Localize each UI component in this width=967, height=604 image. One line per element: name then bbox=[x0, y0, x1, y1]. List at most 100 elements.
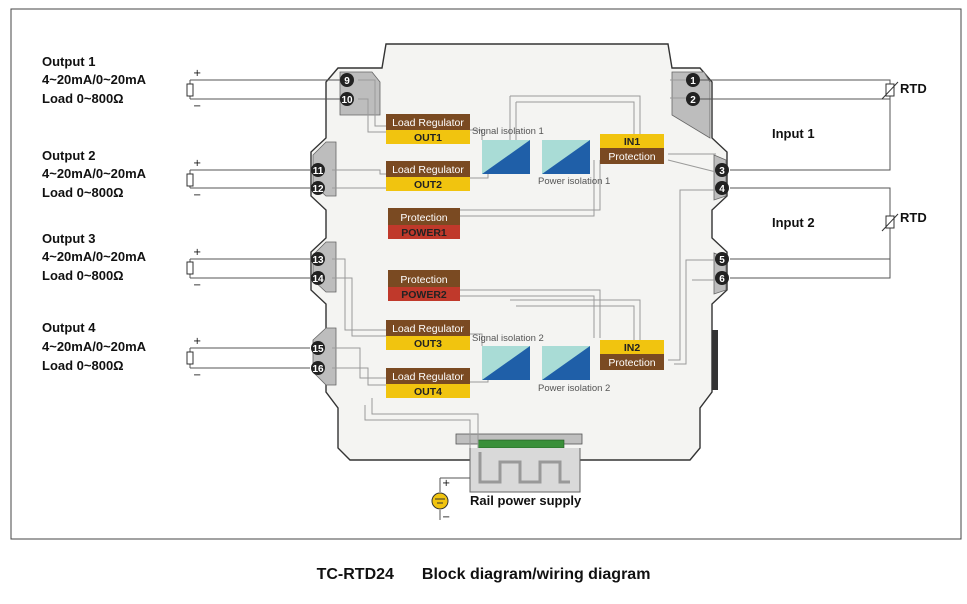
rtd-2-label: RTD bbox=[900, 210, 927, 225]
svg-text:+: + bbox=[193, 336, 201, 347]
caption-title: Block diagram/wiring diagram bbox=[421, 566, 651, 583]
svg-text:3: 3 bbox=[719, 166, 725, 177]
terminal-12: 12 bbox=[311, 181, 325, 195]
power-isolation-2-label: Power isolation 2 bbox=[538, 383, 610, 394]
power1-protection: Protection POWER1 bbox=[388, 208, 460, 239]
load-regulator-label: Load Regulator bbox=[392, 371, 464, 383]
svg-text:16: 16 bbox=[312, 364, 324, 375]
svg-text:1: 1 bbox=[690, 76, 696, 87]
power2-protection: Protection POWER2 bbox=[388, 270, 460, 301]
signal-isolation-2-label: Signal isolation 2 bbox=[472, 333, 544, 344]
terminal-9: 9 bbox=[340, 73, 354, 87]
terminal-2: 2 bbox=[686, 92, 700, 106]
svg-text:12: 12 bbox=[312, 184, 324, 195]
svg-text:Output 3: Output 3 bbox=[42, 231, 95, 246]
svg-text:4~20mA/0~20mA: 4~20mA/0~20mA bbox=[42, 166, 147, 181]
model-name: TC-RTD24 bbox=[316, 566, 394, 583]
svg-text:Output 2: Output 2 bbox=[42, 148, 95, 163]
output-3-label: Output 3 4~20mA/0~20mA Load 0~800Ω bbox=[42, 231, 147, 283]
terminal-6: 6 bbox=[715, 271, 729, 285]
svg-text:13: 13 bbox=[312, 255, 324, 266]
svg-text:+: + bbox=[193, 158, 201, 169]
load-regulator-label: Load Regulator bbox=[392, 164, 464, 176]
terminal-14: 14 bbox=[311, 271, 325, 285]
din-rail-connector bbox=[455, 433, 583, 493]
protection-label: Protection bbox=[608, 151, 655, 163]
svg-text:4~20mA/0~20mA: 4~20mA/0~20mA bbox=[42, 249, 147, 264]
terminal-5: 5 bbox=[715, 252, 729, 266]
in1-label: IN1 bbox=[624, 136, 641, 148]
output-polarity-marks: + − + − + − + − bbox=[193, 68, 201, 381]
svg-text:2: 2 bbox=[690, 95, 696, 106]
svg-text:9: 9 bbox=[344, 76, 350, 87]
power2-label: POWER2 bbox=[401, 289, 447, 301]
svg-text:+: + bbox=[193, 68, 201, 79]
protection-label: Protection bbox=[400, 274, 447, 286]
input-2-label: Input 2 bbox=[772, 215, 815, 230]
out4-label: OUT4 bbox=[414, 386, 442, 398]
terminal-4: 4 bbox=[715, 181, 729, 195]
output-2-label: Output 2 4~20mA/0~20mA Load 0~800Ω bbox=[42, 148, 147, 200]
svg-text:4~20mA/0~20mA: 4~20mA/0~20mA bbox=[42, 339, 147, 354]
load-regulator-out4: Load Regulator OUT4 bbox=[386, 368, 470, 398]
svg-text:+: + bbox=[442, 478, 450, 489]
power-isolation-2 bbox=[542, 346, 590, 380]
in2-label: IN2 bbox=[624, 342, 641, 354]
diagram-caption: TC-RTD24 Block diagram/wiring diagram bbox=[0, 566, 967, 584]
load-regulator-label: Load Regulator bbox=[392, 323, 464, 335]
svg-text:4~20mA/0~20mA: 4~20mA/0~20mA bbox=[42, 72, 147, 87]
load-regulator-out3: Load Regulator OUT3 bbox=[386, 320, 470, 350]
load-regulator-label: Load Regulator bbox=[392, 117, 464, 129]
svg-text:15: 15 bbox=[312, 344, 324, 355]
out1-label: OUT1 bbox=[414, 132, 442, 144]
power-isolation-1 bbox=[542, 140, 590, 174]
svg-text:−: − bbox=[193, 280, 201, 291]
svg-text:11: 11 bbox=[313, 166, 324, 177]
svg-text:6: 6 bbox=[719, 274, 725, 285]
svg-text:−: − bbox=[193, 101, 201, 112]
svg-text:5: 5 bbox=[719, 255, 725, 266]
svg-text:+: + bbox=[193, 247, 201, 258]
rtd-sensor-1 bbox=[881, 81, 899, 100]
svg-text:−: − bbox=[442, 512, 450, 523]
svg-text:Load 0~800Ω: Load 0~800Ω bbox=[42, 91, 124, 106]
terminal-16: 16 bbox=[311, 361, 325, 375]
terminal-13: 13 bbox=[311, 252, 325, 266]
rtd-1-label: RTD bbox=[900, 81, 927, 96]
out2-label: OUT2 bbox=[414, 179, 442, 191]
svg-text:4: 4 bbox=[719, 184, 725, 195]
svg-text:Load 0~800Ω: Load 0~800Ω bbox=[42, 268, 124, 283]
in2-protection: IN2 Protection bbox=[600, 340, 664, 370]
terminal-11: 11 bbox=[311, 163, 325, 177]
output-load-resistors bbox=[186, 83, 194, 365]
in1-protection: IN1 Protection bbox=[600, 134, 664, 164]
terminal-3: 3 bbox=[715, 163, 729, 177]
load-regulator-out1: Load Regulator OUT1 bbox=[386, 114, 470, 144]
terminal-10: 10 bbox=[340, 92, 354, 106]
output-4-label: Output 4 4~20mA/0~20mA Load 0~800Ω bbox=[42, 320, 147, 373]
svg-text:Output 4: Output 4 bbox=[42, 320, 96, 335]
output-wiring bbox=[189, 79, 340, 369]
svg-text:10: 10 bbox=[341, 95, 353, 106]
signal-isolation-2 bbox=[482, 346, 530, 380]
signal-isolation-1-label: Signal isolation 1 bbox=[472, 126, 544, 137]
rail-power-supply-label: Rail power supply bbox=[470, 493, 582, 508]
svg-text:Output 1: Output 1 bbox=[42, 54, 95, 69]
wiring-diagram: Load Regulator OUT1 Load Regulator OUT2 … bbox=[10, 8, 962, 540]
load-regulator-out2: Load Regulator OUT2 bbox=[386, 161, 470, 191]
protection-label: Protection bbox=[608, 357, 655, 369]
rail-power-source: + − bbox=[431, 477, 470, 523]
svg-text:−: − bbox=[193, 370, 201, 381]
power-source-icon bbox=[431, 492, 449, 510]
protection-label: Protection bbox=[400, 212, 447, 224]
input-1-label: Input 1 bbox=[772, 126, 815, 141]
power-isolation-1-label: Power isolation 1 bbox=[538, 176, 610, 187]
housing-side-clip bbox=[712, 330, 718, 390]
power1-label: POWER1 bbox=[401, 227, 447, 239]
signal-isolation-1 bbox=[482, 140, 530, 174]
terminal-1: 1 bbox=[686, 73, 700, 87]
svg-text:−: − bbox=[193, 190, 201, 201]
svg-text:14: 14 bbox=[312, 274, 324, 285]
rtd-sensor-2 bbox=[881, 213, 899, 232]
out3-label: OUT3 bbox=[414, 338, 442, 350]
